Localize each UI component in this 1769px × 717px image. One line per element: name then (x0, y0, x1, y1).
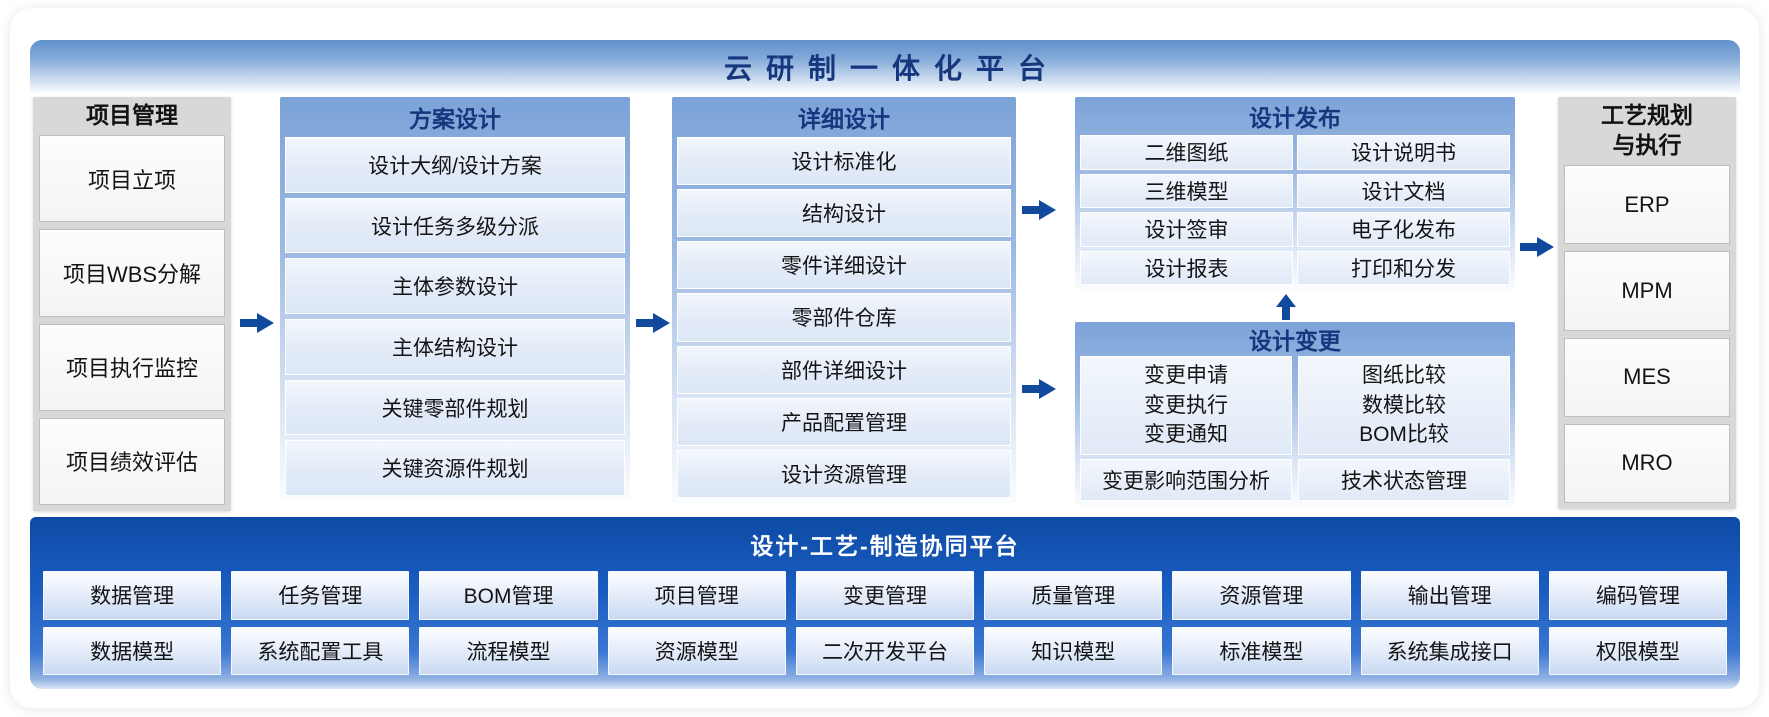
diagram-box: 设计报表 (1080, 250, 1293, 285)
diagram-box: 设计资源管理 (677, 449, 1011, 498)
diagram-box: 设计大纲/设计方案 (285, 137, 625, 193)
diagram-box: 流程模型 (419, 626, 598, 675)
diagram-box: 图纸比较 数模比较 BOM比较 (1298, 356, 1510, 455)
diagram-box: 变更管理 (795, 571, 975, 620)
diagram-box: 关键资源件规划 (285, 440, 625, 497)
diagram-box: 部件详细设计 (677, 345, 1011, 394)
diagram-box: 项目WBS分解 (39, 229, 225, 317)
diagram-box: 变更影响范围分析 (1080, 459, 1292, 501)
process-title-line2: 与执行 (1612, 132, 1682, 158)
diagram-box: 二次开发平台 (795, 626, 975, 675)
diagram-box: 项目立项 (39, 135, 225, 223)
panel-scheme-design-title: 方案设计 (409, 106, 501, 132)
diagram-box: 数据模型 (43, 626, 222, 675)
diagram-box: 设计文档 (1297, 173, 1510, 208)
diagram-box: BOM管理 (419, 571, 598, 620)
diagram-box: 系统配置工具 (231, 626, 410, 675)
change-line: 变更通知 (1144, 423, 1228, 447)
panel-collaboration-platform: 设计-工艺-制造协同平台 数据管理 任务管理 BOM管理 项目管理 变更管理 质… (30, 517, 1740, 689)
process-items: ERP MPM MES MRO (1564, 165, 1730, 503)
diagram-box: MRO (1564, 423, 1730, 503)
flow-arrow-right-icon (1520, 237, 1554, 257)
change-body: 变更申请 变更执行 变更通知 图纸比较 数模比较 BOM比较 变更影响范围分析 … (1080, 356, 1510, 501)
diagram-box: MPM (1564, 251, 1730, 331)
diagram-box: MES (1564, 337, 1730, 417)
diagram-box: 知识模型 (984, 626, 1163, 675)
panel-design-release-title: 设计发布 (1249, 105, 1341, 131)
diagram-box: 项目管理 (607, 571, 786, 620)
panel-process-planning: 工艺规划 与执行 ERP MPM MES MRO (1558, 97, 1736, 509)
flow-arrow-right-icon (636, 313, 670, 333)
diagram-box: 任务管理 (231, 571, 410, 620)
diagram-box: 系统集成接口 (1360, 626, 1539, 675)
panel-project-management: 项目管理 项目立项 项目WBS分解 项目执行监控 项目绩效评估 (33, 97, 231, 511)
change-top-row: 变更申请 变更执行 变更通知 图纸比较 数模比较 BOM比较 (1080, 356, 1510, 455)
panel-project-management-title: 项目管理 (86, 102, 178, 129)
panel-scheme-design: 方案设计 设计大纲/设计方案 设计任务多级分派 主体参数设计 主体结构设计 关键… (280, 97, 630, 501)
diagram-box: 输出管理 (1360, 571, 1539, 620)
diagram-box: 三维模型 (1080, 173, 1293, 208)
diagram-box: 项目绩效评估 (39, 417, 225, 505)
diagram-box: 资源模型 (607, 626, 786, 675)
diagram-box: 电子化发布 (1297, 212, 1510, 247)
diagram-box: 变更申请 变更执行 变更通知 (1080, 356, 1292, 455)
change-line: 变更申请 (1144, 363, 1228, 387)
flow-arrow-up-icon (1276, 294, 1296, 320)
panel-detailed-design-title: 详细设计 (798, 106, 890, 132)
diagram-box: 数据管理 (43, 571, 222, 620)
flow-arrow-right-icon (1022, 200, 1056, 220)
change-line: 图纸比较 (1362, 363, 1446, 387)
process-title-line1: 工艺规划 (1601, 102, 1693, 129)
diagram-box: 编码管理 (1548, 571, 1727, 620)
flow-arrow-right-icon (1022, 379, 1056, 399)
diagram-box: 设计标准化 (677, 137, 1011, 186)
diagram-box: 设计签审 (1080, 212, 1293, 247)
panel-process-planning-title: 工艺规划 与执行 (1564, 97, 1730, 165)
diagram-box: 权限模型 (1548, 626, 1727, 675)
panel-design-release: 设计发布 二维图纸 设计说明书 三维模型 设计文档 设计签审 电子化发布 设计报… (1075, 97, 1515, 290)
panel-design-change: 设计变更 变更申请 变更执行 变更通知 图纸比较 数模比较 BOM比较 变更影响… (1075, 322, 1515, 506)
diagram-box: 设计说明书 (1297, 135, 1510, 170)
diagram-box: 关键零部件规划 (285, 379, 625, 436)
diagram-box: ERP (1564, 165, 1730, 245)
diagram-box: 设计任务多级分派 (285, 197, 625, 254)
scheme-items: 设计大纲/设计方案 设计任务多级分派 主体参数设计 主体结构设计 关键零部件规划… (285, 137, 625, 497)
change-line: BOM比较 (1359, 423, 1449, 447)
diagram-box: 零件详细设计 (677, 241, 1011, 290)
platform-main-title: 云研制一体化平台 (723, 53, 1060, 84)
change-line: 数模比较 (1362, 393, 1446, 417)
platform-row-1: 数据管理 任务管理 BOM管理 项目管理 变更管理 质量管理 资源管理 输出管理… (43, 571, 1727, 620)
diagram-box: 主体结构设计 (285, 319, 625, 375)
change-line: 变更执行 (1144, 393, 1228, 417)
diagram-box: 二维图纸 (1080, 135, 1293, 170)
diagram-box: 主体参数设计 (285, 258, 625, 315)
platform-row-2: 数据模型 系统配置工具 流程模型 资源模型 二次开发平台 知识模型 标准模型 系… (43, 626, 1727, 675)
change-bottom-row: 变更影响范围分析 技术状态管理 (1080, 459, 1510, 501)
project-items: 项目立项 项目WBS分解 项目执行监控 项目绩效评估 (39, 135, 225, 505)
release-grid: 二维图纸 设计说明书 三维模型 设计文档 设计签审 电子化发布 设计报表 打印和… (1080, 135, 1510, 285)
diagram-box: 标准模型 (1172, 626, 1351, 675)
diagram-box: 质量管理 (984, 571, 1163, 620)
panel-detailed-design: 详细设计 设计标准化 结构设计 零件详细设计 零部件仓库 部件详细设计 产品配置… (672, 97, 1016, 503)
top-banner: 云研制一体化平台 (30, 40, 1740, 94)
diagram-box: 产品配置管理 (677, 397, 1011, 446)
diagram-box: 零部件仓库 (677, 293, 1011, 342)
flow-arrow-right-icon (240, 313, 274, 333)
detail-items: 设计标准化 结构设计 零件详细设计 零部件仓库 部件详细设计 产品配置管理 设计… (677, 137, 1011, 498)
collaboration-platform-title: 设计-工艺-制造协同平台 (750, 533, 1020, 559)
panel-design-change-title: 设计变更 (1249, 328, 1341, 354)
diagram-box: 技术状态管理 (1298, 459, 1510, 501)
diagram-box: 资源管理 (1172, 571, 1351, 620)
diagram-box: 项目执行监控 (39, 323, 225, 411)
diagram-box: 打印和分发 (1297, 250, 1510, 285)
diagram-box: 结构设计 (677, 189, 1011, 238)
